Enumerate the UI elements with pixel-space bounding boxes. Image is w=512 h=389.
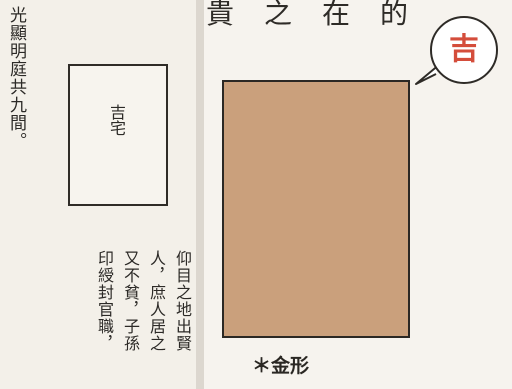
metal-shape-block [222,80,410,338]
left-top-text: 光顯明庭共九間。 [6,6,26,150]
left-bottom-text: 仰目之地出賢 人，庶人居之 又不貧，子孫 印綬封官職， [46,250,192,380]
house-diagram: 吉宅 [68,64,168,206]
auspicious-badge: 吉 [430,16,498,84]
badge-text: 吉 [449,32,479,67]
shape-caption: ＊金形 [252,355,310,377]
page-gutter [196,0,204,389]
left-page: 光顯明庭共九間。 吉宅 仰目之地出賢 人，庶人居之 又不貧，子孫 印綬封官職， [0,0,196,389]
text-column: 人，庶人居之 [147,250,166,352]
right-top-text: 貴之在的 [206,0,439,30]
right-page: 貴之在的 吉 ＊金形 [204,0,512,389]
text-column: 仰目之地出賢 [173,250,192,352]
text-column: 又不貧，子孫 [121,250,140,352]
text-column: 印綬封官職， [95,250,114,352]
speech-bubble-tail [415,63,440,85]
house-label: 吉宅 [107,104,126,136]
